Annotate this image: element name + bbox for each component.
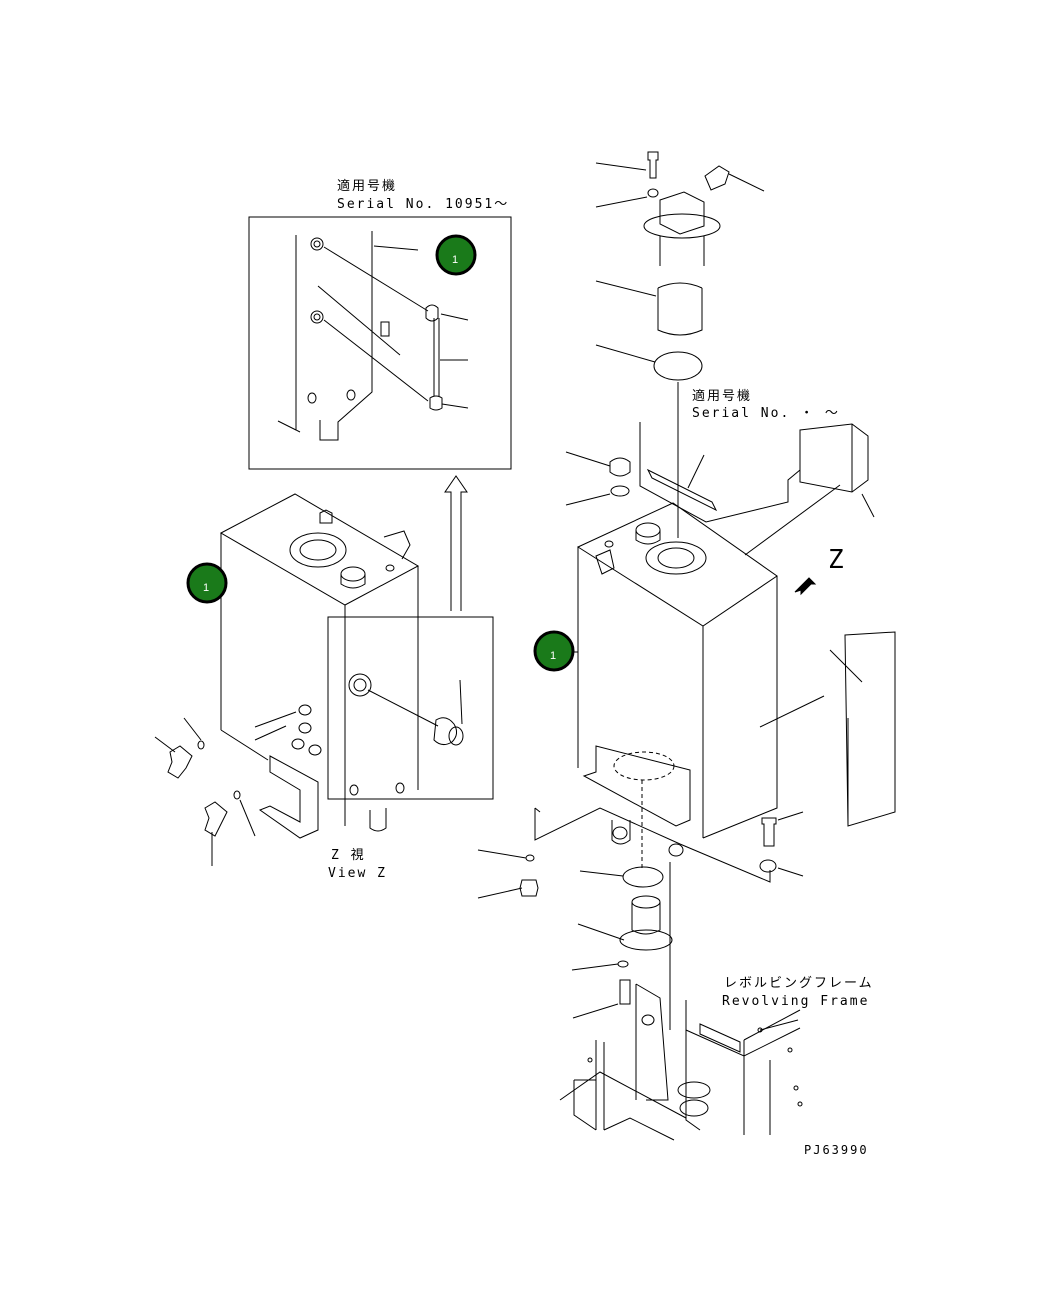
callout-number: 1	[452, 254, 458, 266]
drawing-number: PJ63990	[804, 1143, 869, 1157]
right-serial-jp: 適用号機	[692, 388, 752, 404]
revolving-frame	[559, 983, 803, 1141]
z-arrow-letter: Z	[828, 545, 846, 575]
filter-assembly	[595, 151, 765, 538]
serial-detail-inset: 適用号機 Serial No. 10951～	[248, 178, 512, 470]
callout-number: 1	[550, 650, 556, 662]
inset-serial-jp: 適用号機	[337, 178, 397, 194]
revolving-frame-jp: レボルビングフレーム	[724, 976, 874, 991]
callout-badge[interactable]: 1	[435, 234, 477, 276]
revolving-frame-en: Revolving Frame	[722, 994, 869, 1009]
right-tank: Z	[534, 422, 896, 883]
up-arrow	[444, 475, 468, 611]
view-z-en: View Z	[328, 866, 387, 881]
view-z-jp: Z 視	[331, 848, 366, 863]
left-tank: Z 視 View Z	[154, 493, 494, 881]
inset-serial-en: Serial No. 10951～	[337, 197, 509, 212]
callout-badge[interactable]: 1	[533, 630, 575, 672]
strainer-assembly	[477, 849, 673, 1030]
callout-badge[interactable]: 1	[186, 562, 228, 604]
callout-number: 1	[203, 582, 209, 594]
right-serial-en: Serial No. ・ ～	[692, 406, 840, 421]
